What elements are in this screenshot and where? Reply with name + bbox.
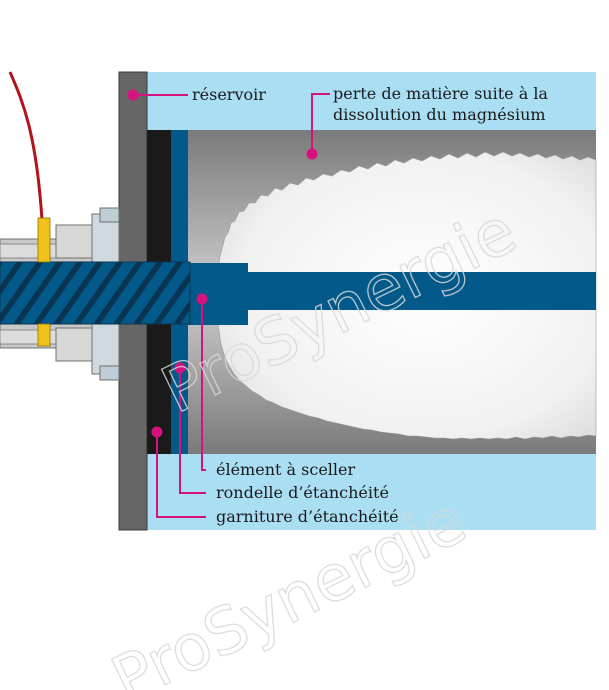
label-loss-line1: perte de matière suite à la <box>333 84 548 103</box>
terminal-clip <box>37 217 51 263</box>
anode-core-rod <box>188 272 596 310</box>
label-washer: rondelle d’étanchéité <box>216 483 389 502</box>
dot-reservoir <box>127 89 139 101</box>
dot-loss <box>306 148 318 160</box>
terminal-clip-lower <box>37 323 51 347</box>
label-element: élément à sceller <box>216 460 355 479</box>
label-loss-line2: dissolution du magnésium <box>333 105 546 124</box>
dot-gasket <box>151 426 163 438</box>
cable <box>8 71 44 221</box>
threaded-rod <box>0 261 191 325</box>
dot-washer <box>174 362 186 374</box>
dot-element <box>196 293 208 305</box>
leader-gasket <box>156 432 206 518</box>
rod-collar <box>188 263 248 325</box>
leader-element <box>201 299 206 471</box>
leader-loss <box>311 93 330 154</box>
leader-washer <box>179 368 206 494</box>
label-gasket: garniture d’étanchéité <box>216 507 399 526</box>
label-reservoir: réservoir <box>192 85 266 104</box>
